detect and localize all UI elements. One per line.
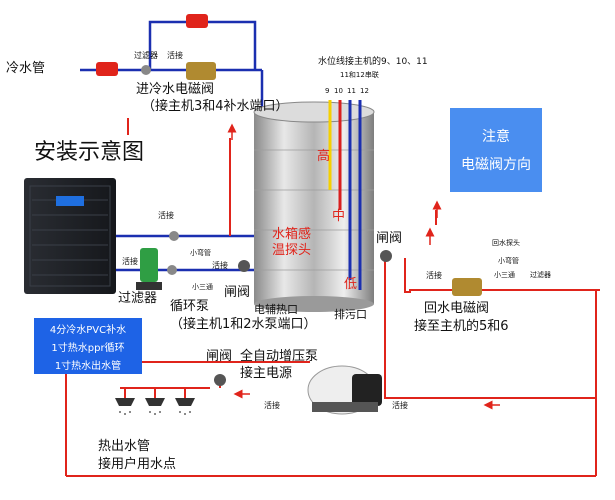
hot-outlet-label: 热出水管	[98, 439, 151, 454]
terminal-10: 10	[334, 87, 343, 95]
note-title: 注意	[482, 129, 510, 145]
shower-heads	[115, 398, 195, 415]
small-tee-label: 小三通	[192, 283, 213, 291]
circulation-pump-sub-label: （接主机1和2水泵端口）	[170, 317, 317, 332]
joint-label-bottom: 活接	[264, 401, 280, 410]
joint-label-mid: 活接	[158, 211, 174, 220]
diagram-title: 安装示意图	[34, 140, 145, 165]
pipe-legend-item: 1寸热水出水管	[54, 360, 122, 372]
solenoid-note-box: 注意 电磁阀方向	[450, 108, 542, 192]
circulation-pump-label: 循环泵	[170, 299, 210, 314]
joint-label-right: 活接	[212, 261, 228, 270]
level-line-title: 水位线接主机的9、10、11	[318, 57, 428, 67]
booster-power-label: 接主电源	[240, 366, 293, 381]
note-body: 电磁阀方向	[461, 157, 531, 173]
pipe-legend-item: 1寸热水ppr循环	[51, 342, 125, 354]
heater-port-label: 电辅热口	[254, 303, 298, 316]
level-high: 高	[317, 149, 331, 164]
gate-valve-label-mid: 闸阀	[224, 285, 251, 300]
return-valve-label: 回水电磁阀	[424, 301, 490, 316]
terminal-9: 9	[325, 87, 330, 95]
level-low: 低	[344, 277, 358, 292]
joint-label-top: 活接	[167, 51, 183, 60]
level-mid: 中	[332, 209, 346, 224]
filter-small-label: 过滤器	[134, 51, 158, 60]
flow-arrows	[227, 123, 500, 410]
joint-label-bottom-right: 活接	[392, 401, 408, 410]
circulation-pump	[136, 248, 162, 290]
return-probe-label: 回水探头	[492, 239, 520, 247]
pipe-legend-box: 4分冷水PVC补水 1寸热水ppr循环 1寸热水出水管	[34, 318, 142, 374]
tank-temp-label: 水箱感	[272, 227, 312, 242]
joint-label-left: 活接	[122, 257, 138, 266]
return-valve-sub-label: 接至主机的5和6	[414, 319, 509, 334]
drain-port-label: 排污口	[334, 308, 367, 321]
terminal-12: 12	[360, 87, 369, 95]
tank-temp-label-2: 温探头	[272, 243, 312, 258]
gate-valve-label-right: 闸阀	[376, 231, 403, 246]
water-tank	[253, 100, 375, 312]
booster-pump	[307, 365, 382, 415]
level-line-sub: 11和12串联	[340, 71, 379, 79]
heat-pump-unit	[24, 178, 116, 294]
terminal-11: 11	[347, 87, 356, 95]
filter-label-return: 过滤器	[530, 271, 551, 279]
small-tee-label-return: 小三通	[494, 271, 515, 279]
cold-pipe-network	[80, 20, 264, 272]
cold-water-pipe-label: 冷水管	[6, 61, 46, 76]
user-points-label: 接用户用水点	[98, 457, 177, 472]
valve-symbols	[96, 14, 482, 386]
cold-valve-sub-label: （接主机3和4补水端口）	[142, 99, 289, 114]
filter-big-label: 过滤器	[118, 291, 158, 306]
small-elbow-label: 小弯管	[190, 249, 211, 257]
gate-valve-label-bottom: 闸阀	[206, 349, 233, 364]
booster-pump-label: 全自动增压泵	[240, 349, 319, 364]
joint-label-return: 活接	[426, 271, 442, 280]
cold-valve-label: 进冷水电磁阀	[136, 82, 215, 97]
small-elbow-label-return: 小弯管	[498, 257, 519, 265]
pipe-legend-item: 4分冷水PVC补水	[49, 324, 127, 336]
